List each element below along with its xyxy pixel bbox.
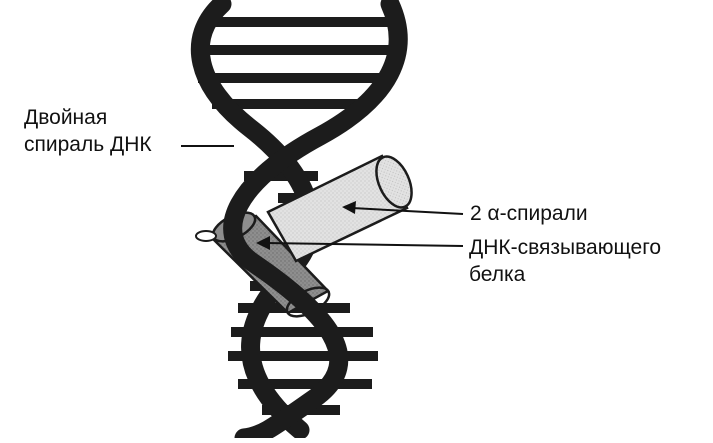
label-protein-line1: ДНК-связывающего <box>469 234 661 261</box>
label-dna-double-helix: Двойная спираль ДНК <box>24 104 152 158</box>
base-pair-rung <box>208 17 392 27</box>
base-pair-rung <box>203 45 393 55</box>
label-dna-binding-protein: ДНК-связывающего белка <box>469 234 661 288</box>
base-pair-rung <box>198 73 381 83</box>
label-alpha-helices: 2 α-спирали <box>470 200 588 227</box>
label-protein-line2: белка <box>469 261 661 288</box>
label-dna-line2: спираль ДНК <box>24 131 152 158</box>
helix-end-loop <box>196 231 216 241</box>
label-dna-line1: Двойная <box>24 104 152 131</box>
